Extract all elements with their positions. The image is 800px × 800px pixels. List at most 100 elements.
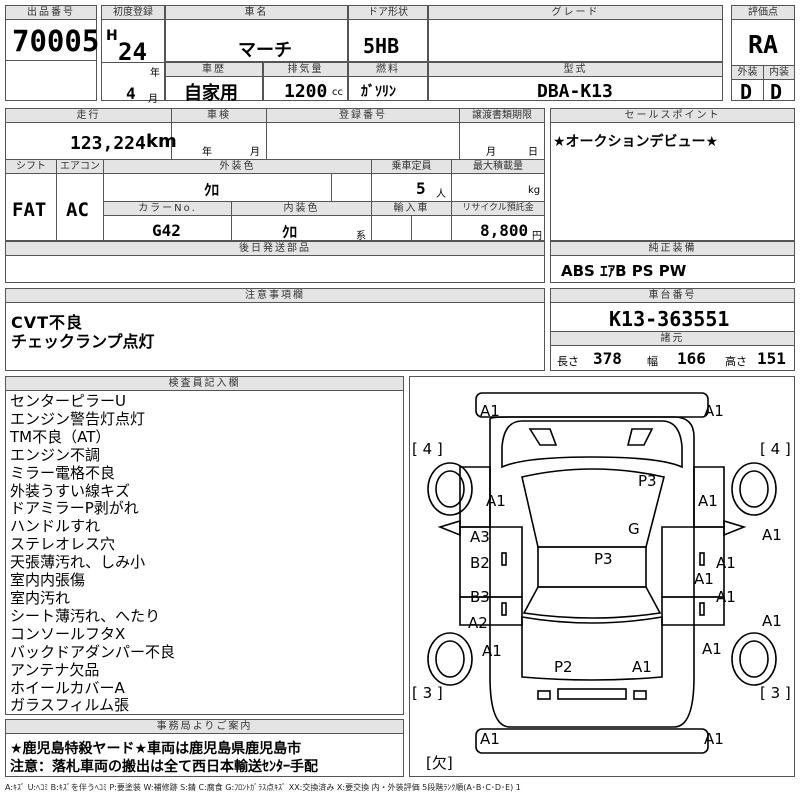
capacity-unit: 人 [436, 189, 446, 200]
inspector-line: ミラー電格不良 [10, 463, 116, 482]
sales-point-box: セールスポイント ★オークションデビュー★ [550, 108, 795, 241]
inspector-line: コンソールフタX [10, 624, 126, 643]
inspection-label: 車検 [171, 109, 266, 123]
notes-line-2: チェックランプ点灯 [11, 332, 155, 351]
inspection-month-unit: 月 [250, 147, 260, 158]
shift-label: シフト [6, 160, 56, 174]
damage-mark: A1 [480, 730, 500, 748]
rating-ext-label: 外装 [732, 66, 763, 80]
color-no-value: G42 [152, 221, 181, 240]
recycle-value: 8,800 [480, 221, 529, 240]
damage-mark: A1 [486, 492, 506, 510]
displacement-box: 排気量 1200 cc [263, 62, 348, 102]
notes-label: 注意事項欄 [6, 289, 544, 303]
car-outline [427, 392, 777, 754]
damage-mark: A2 [468, 614, 488, 632]
rating-int-label: 内装 [763, 66, 794, 80]
first-reg-year: 24 [118, 38, 147, 66]
specs-length-label: 長さ [557, 355, 579, 368]
model-label: 型式 [429, 63, 722, 77]
car-name-label: 車名 [166, 6, 347, 20]
model-box: 型式 DBA-K13 [428, 62, 723, 102]
shift-value: FAT [12, 199, 47, 221]
damage-mark: A1 [762, 612, 782, 630]
sales-point-value: ★オークションデビュー★ [553, 134, 719, 150]
history-value: 自家用 [184, 83, 238, 104]
damage-mark: A1 [762, 526, 782, 544]
capacity-value: 5 [416, 179, 426, 198]
equipment-value: ABS ｴｱB PS PW [561, 262, 687, 280]
transfer-day-unit: 日 [528, 147, 538, 158]
int-color-unit: 系 [356, 231, 366, 242]
damage-mark: A1 [698, 492, 718, 510]
damage-mark: A1 [704, 730, 724, 748]
mileage-unit: km [146, 131, 177, 152]
damage-mark: A1 [704, 402, 724, 420]
damage-mark: A1 [694, 570, 714, 588]
history-box: 車歴 自家用 [165, 62, 263, 104]
specs-height: 151 [757, 349, 786, 368]
transfer-label: 譲渡書類期限 [459, 109, 544, 123]
displacement-value: 1200 [284, 81, 328, 102]
inspector-line: アンテナ欠品 [10, 660, 100, 679]
later-parts-label: 後日発送部品 [6, 242, 544, 256]
damage-mark: P3 [638, 472, 657, 490]
inspector-line: 室内内張傷 [10, 571, 86, 590]
int-color-value: ｸﾛ [282, 223, 298, 241]
equipment-box: 純正装備 ABS ｴｱB PS PW [550, 241, 795, 283]
recycle-label: リサイクル預託金 [451, 202, 544, 216]
damage-mark: A1 [716, 588, 736, 606]
office-label: 事務局よりご案内 [6, 720, 403, 734]
first-reg-month: 4 [126, 84, 136, 103]
rating-label: 評価点 [732, 6, 794, 20]
specs-label: 諸元 [551, 332, 794, 346]
color-no-label: カラーNo. [104, 202, 231, 216]
spare-tire: [欠] [426, 754, 453, 772]
chassis-value: K13-363551 [609, 307, 730, 331]
chassis-label: 車台番号 [551, 289, 794, 303]
inspector-line: TM不良（AT） [10, 427, 111, 446]
inspector-line: ガラスフィルム張 [10, 696, 130, 715]
inspector-line: 外装うすい線キズ [10, 481, 131, 500]
lot-number: 70005 [12, 24, 100, 58]
sales-point-label: セールスポイント [551, 109, 794, 123]
damage-mark: B2 [470, 554, 490, 572]
car-name-value: マーチ [238, 40, 292, 61]
inspector-line: 天張薄汚れ、しみ小 [10, 553, 146, 572]
inspector-line: バックドアダンパー不良 [10, 642, 176, 661]
damage-mark: A1 [480, 402, 500, 420]
specs-width: 166 [677, 349, 706, 368]
ext-color-value: ｸﾛ [204, 181, 220, 199]
aircon-value: AC [66, 199, 89, 221]
damage-mark: A1 [702, 640, 722, 658]
tire-front-right: [ 4 ] [760, 440, 791, 458]
rating-int: D [770, 80, 783, 104]
inspector-box: 検査員記入欄 センターピラーU エンジン警告灯点灯 TM不良（AT） エンジン不… [5, 376, 404, 715]
door-box: ドア形状 5HB [348, 5, 428, 62]
office-line-2: 注意：落札車両の搬出は全て西日本輸送ｾﾝﾀｰ手配 [10, 759, 318, 775]
model-value: DBA-K13 [537, 81, 613, 102]
damage-mark: P2 [554, 658, 573, 676]
mileage-label: 走行 [6, 109, 171, 123]
rating-box: 評価点 RA 外装 内装 D D [731, 5, 795, 104]
import-label: 輸入車 [371, 202, 451, 216]
inspector-line: ドアミラーP剥がれ [10, 499, 139, 518]
office-box: 事務局よりご案内 ★鹿児島特殺ヤード★車両は鹿児島県鹿児島市 注意：落札車両の搬… [5, 719, 404, 777]
damage-mark: A1 [482, 642, 502, 660]
equipment-label: 純正装備 [551, 242, 794, 256]
damage-mark: A1 [716, 554, 736, 572]
int-color-label: 内装色 [231, 202, 371, 216]
notes-line-1: CVT不良 [11, 313, 84, 332]
fuel-label: 燃料 [349, 63, 427, 77]
legend: A:ｷｽﾞ U:ﾍｺﾐ B:ｷｽﾞを伴うﾍｺﾐ P:要塗装 W:補修跡 S:錆 … [5, 783, 521, 792]
tire-rear-right: [ 3 ] [760, 684, 791, 702]
damage-diagram: [ 4 ] [ 4 ] [ 3 ] [ 3 ] [欠] A1 A1 A1 A1 … [409, 376, 795, 777]
grade-box: グレード [428, 5, 723, 62]
damage-mark: A3 [470, 528, 490, 546]
inspector-line: シート薄汚れ、へたり [10, 606, 161, 625]
damage-mark: B3 [470, 588, 490, 606]
lot-box: 出品番号 70005 [5, 5, 100, 101]
history-label: 車歴 [166, 63, 262, 77]
door-value: 5HB [363, 34, 400, 58]
transfer-month-unit: 月 [486, 147, 496, 158]
